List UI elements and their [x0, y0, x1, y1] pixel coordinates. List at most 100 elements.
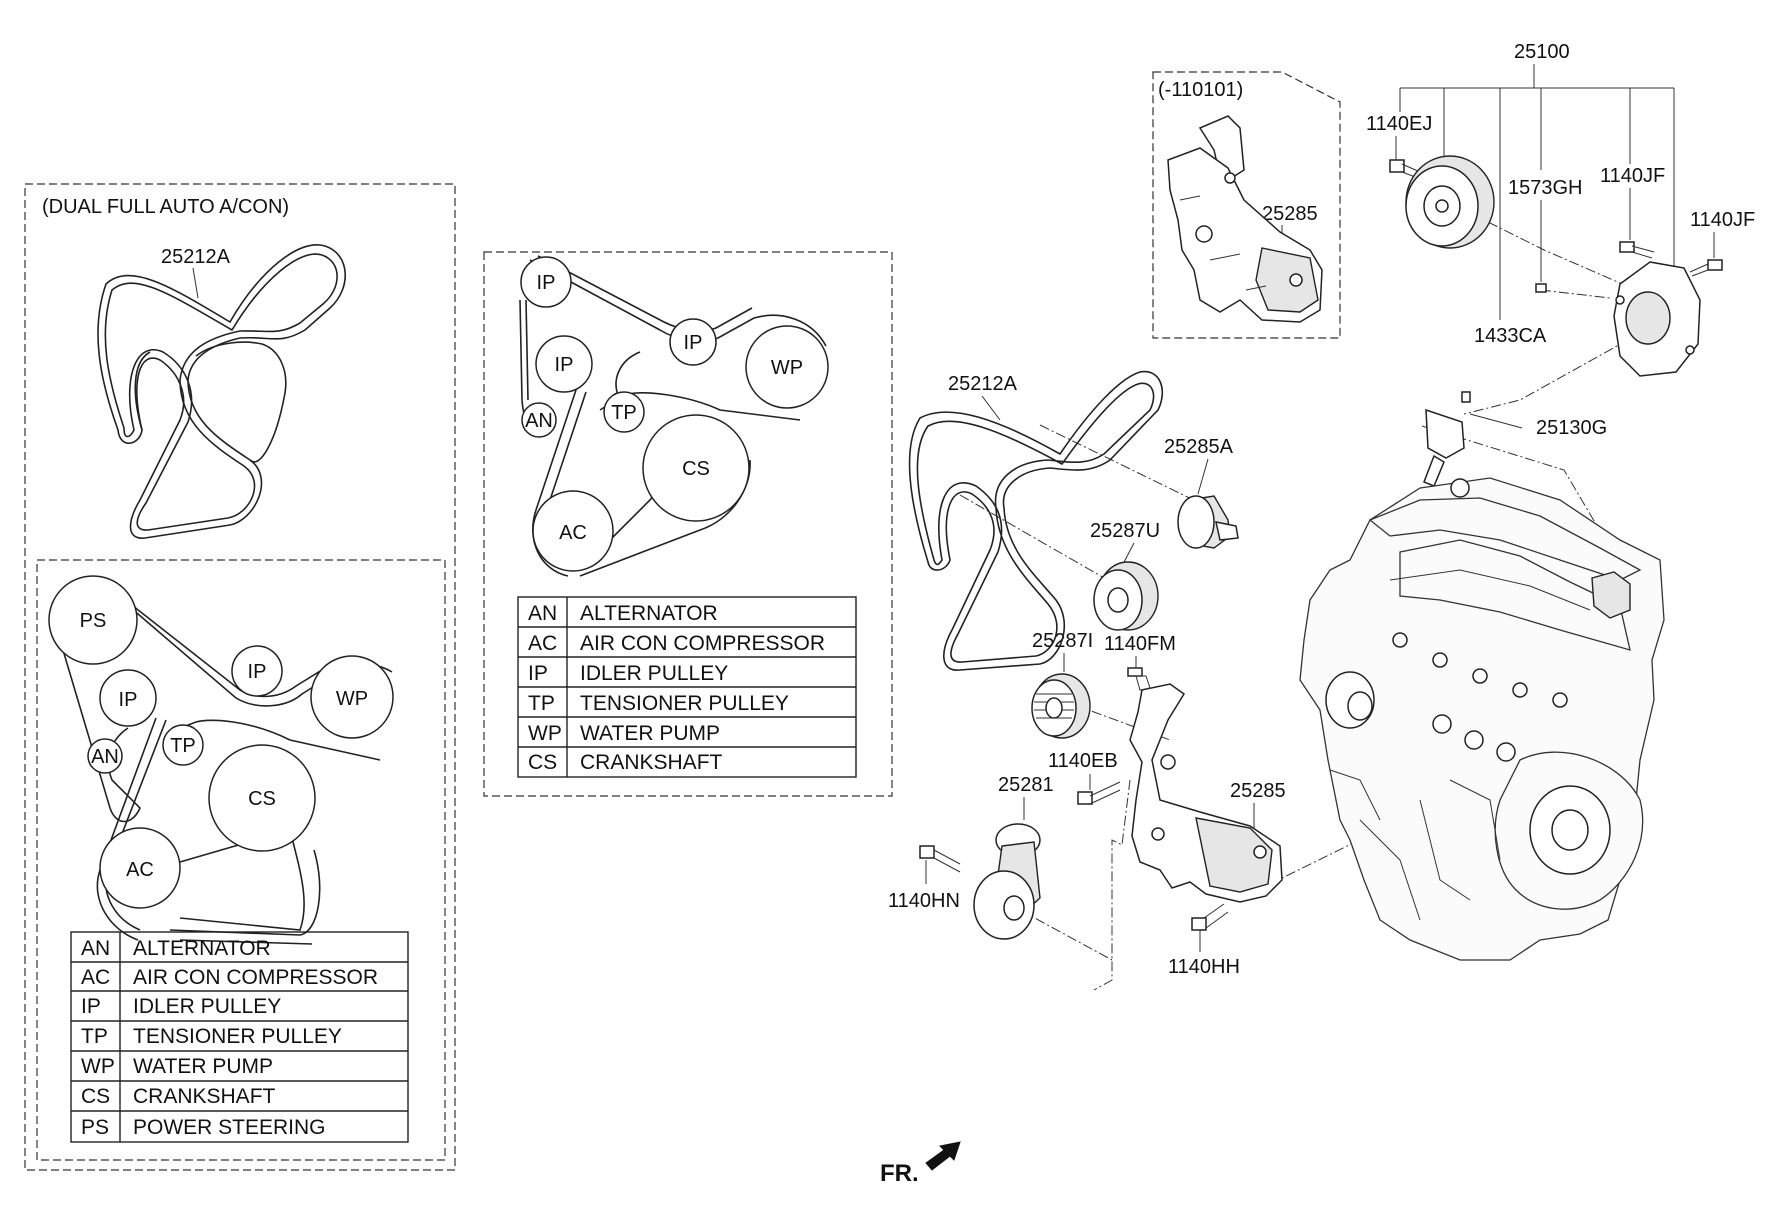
left-pulley-label: IP: [119, 689, 138, 711]
middle-pulley-ip: [535, 335, 593, 393]
legend-name: IDLER PULLEY: [133, 995, 281, 1018]
middle-pulley-label: TP: [611, 402, 637, 424]
bracket-25285: [1129, 683, 1283, 903]
water-pump-pulley: [1405, 155, 1495, 249]
bolt-1140jf-1: [1619, 241, 1655, 259]
middle-pulley-wp: [745, 325, 829, 409]
middle-pulley-tp: [603, 391, 645, 433]
left-pulley-layout: PS IP AN IP TP WP CS AC: [48, 575, 394, 945]
label-1140jf-1: 1140JF: [1600, 165, 1665, 187]
left-pulley-label: PS: [80, 610, 107, 632]
inset-bracket-drawing: [1167, 115, 1323, 323]
legend-code: TP: [528, 692, 555, 715]
legend-code: IP: [81, 995, 101, 1018]
left-pulley-ac: [99, 827, 181, 909]
idler-25285a: [1177, 495, 1239, 549]
left-pulley-label: AN: [91, 746, 119, 768]
left-box-caption: (DUAL FULL AUTO A/CON): [42, 196, 289, 218]
left-belt-group: (DUAL FULL AUTO A/CON) 25212A: [24, 183, 456, 1171]
left-belt-label: 25212A: [161, 246, 231, 268]
pin-1573gh: [1535, 283, 1547, 293]
gasket-25130g: [1423, 408, 1465, 487]
middle-pulley-label: IP: [537, 272, 556, 294]
bolt-1140hn: [919, 845, 961, 873]
middle-pulley-label: CS: [682, 458, 710, 480]
idler-25287i: [1031, 673, 1091, 739]
middle-pulley-an: [521, 402, 557, 438]
middle-pulley-ac: [532, 490, 614, 572]
legend-code: AN: [81, 937, 110, 960]
middle-pulley-ip-top: [520, 256, 572, 308]
legend-code: AC: [528, 632, 557, 655]
engine-block: [1299, 477, 1665, 961]
left-pulley-ps: [48, 575, 138, 665]
legend-name: POWER STEERING: [133, 1116, 326, 1139]
inset-caption: (-110101): [1158, 79, 1243, 101]
middle-dashed-frame: [483, 251, 893, 797]
left-pulley-label: CS: [248, 788, 276, 810]
label-25100: 25100: [1514, 41, 1570, 63]
left-pulley-label: TP: [170, 735, 196, 757]
front-marker-label: FR.: [880, 1160, 919, 1187]
middle-pulley-label: AN: [525, 410, 553, 432]
pin-1433ca: [1461, 391, 1471, 403]
tensioner-25281: [973, 823, 1041, 940]
legend-code: IP: [528, 662, 548, 685]
legend-code: WP: [81, 1055, 115, 1078]
middle-pulley-label: IP: [555, 354, 574, 376]
left-pulley-label: IP: [248, 661, 267, 683]
left-pulley-ip: [99, 669, 157, 727]
middle-pulley-label: IP: [684, 332, 703, 354]
label-25212a: 25212A: [948, 373, 1018, 395]
front-arrow-icon: [925, 1141, 961, 1171]
left-pulley-wp: [310, 655, 394, 739]
middle-pulley-cs: [642, 414, 750, 522]
water-pump-body: [1613, 261, 1701, 377]
left-belt-leader: [192, 267, 199, 299]
legend-name: AIR CON COMPRESSOR: [580, 632, 825, 655]
label-1140ej: 1140EJ: [1366, 113, 1432, 135]
legend-name: ALTERNATOR: [133, 937, 271, 960]
legend-code: AC: [81, 966, 110, 989]
exploded-assembly: 25100 1140EJ 1573GH 1140JF 1140JF 1433CA…: [880, 41, 1755, 1187]
idler-25287u: [1093, 561, 1159, 631]
legend-name: WATER PUMP: [133, 1055, 273, 1078]
middle-pulley-label: AC: [559, 522, 587, 544]
inset-bracket-group: (-110101) 25285: [1152, 71, 1341, 339]
left-legend-table: AN ALTERNATOR AC AIR CON COMPRESSOR IP I…: [70, 931, 409, 1143]
label-25285: 25285: [1230, 780, 1286, 802]
middle-pulley-label: WP: [771, 357, 803, 379]
inset-part-label: 25285: [1262, 203, 1318, 225]
legend-name: TENSIONER PULLEY: [133, 1025, 342, 1048]
legend-name: TENSIONER PULLEY: [580, 692, 789, 715]
inset-dashed-frame: [1152, 71, 1341, 339]
middle-pulley-layout: IP IP AN IP WP TP CS AC: [519, 255, 829, 577]
left-inner-dashed-frame: [36, 559, 446, 1161]
legend-code: PS: [81, 1116, 109, 1139]
left-pulley-an: [87, 738, 123, 774]
legend-code: CS: [528, 751, 557, 774]
middle-pulley-ip-right: [669, 318, 717, 366]
legend-code: TP: [81, 1025, 108, 1048]
bolt-1140fm: [1127, 667, 1151, 691]
label-1140fm: 1140FM: [1104, 633, 1176, 655]
bolt-1140jf-2: [1689, 259, 1723, 277]
legend-code: CS: [81, 1085, 110, 1108]
legend-name: CRANKSHAFT: [133, 1085, 276, 1108]
legend-name: IDLER PULLEY: [580, 662, 728, 685]
bolt-1140ej: [1389, 159, 1421, 179]
left-belt-drawing: [97, 244, 346, 539]
label-1140jf-2: 1140JF: [1690, 209, 1755, 231]
label-25130g: 25130G: [1536, 417, 1607, 439]
belt-25212a: [908, 370, 1164, 671]
middle-legend-table: AN ALTERNATOR AC AIR CON COMPRESSOR IP I…: [517, 596, 857, 778]
legend-code: WP: [528, 722, 562, 745]
legend-name: AIR CON COMPRESSOR: [133, 966, 378, 989]
legend-name: CRANKSHAFT: [580, 751, 723, 774]
legend-name: ALTERNATOR: [580, 602, 718, 625]
label-25287u: 25287U: [1090, 520, 1160, 542]
left-pulley-cs: [208, 744, 316, 852]
front-marker: FR.: [880, 1141, 961, 1187]
left-pulley-label: WP: [336, 688, 368, 710]
